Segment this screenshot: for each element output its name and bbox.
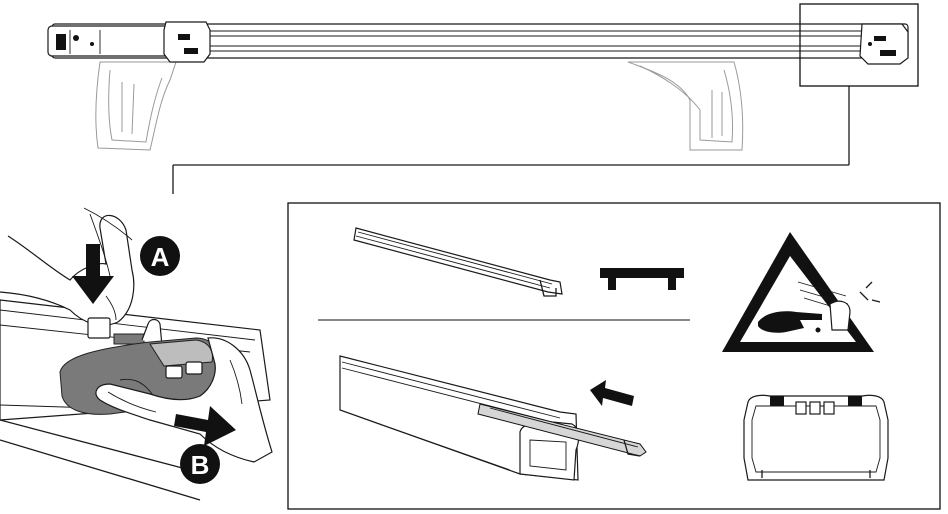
upper-hand xyxy=(0,207,135,326)
bar-cross-section xyxy=(743,394,889,481)
strip-insertion xyxy=(339,355,647,481)
strip-profile-section xyxy=(600,268,684,290)
pull-out-arrow-icon xyxy=(174,406,236,446)
step-b-label: B xyxy=(191,450,210,480)
left-clamp xyxy=(163,21,211,63)
left-end-cap xyxy=(47,25,169,57)
right-foot-ghost xyxy=(627,61,744,151)
pinch-hazard-warning-icon xyxy=(722,232,881,352)
roof-bar-overview xyxy=(47,3,919,151)
step-a-badge: A xyxy=(140,236,180,276)
rubber-strip xyxy=(353,227,563,297)
left-foot-ghost xyxy=(95,61,177,151)
release-tab xyxy=(87,317,163,347)
right-end-cap xyxy=(859,23,909,65)
detail-highlight-box xyxy=(799,3,919,87)
end-cap-removal-illustration: A B xyxy=(0,207,273,501)
insertion-direction-arrow-icon xyxy=(590,380,634,406)
rubber-strip-detail-panel xyxy=(287,202,941,510)
step-a-label: A xyxy=(151,242,170,272)
detail-connector xyxy=(172,86,850,194)
step-b-badge: B xyxy=(180,444,220,484)
push-down-arrow-icon xyxy=(72,244,114,304)
